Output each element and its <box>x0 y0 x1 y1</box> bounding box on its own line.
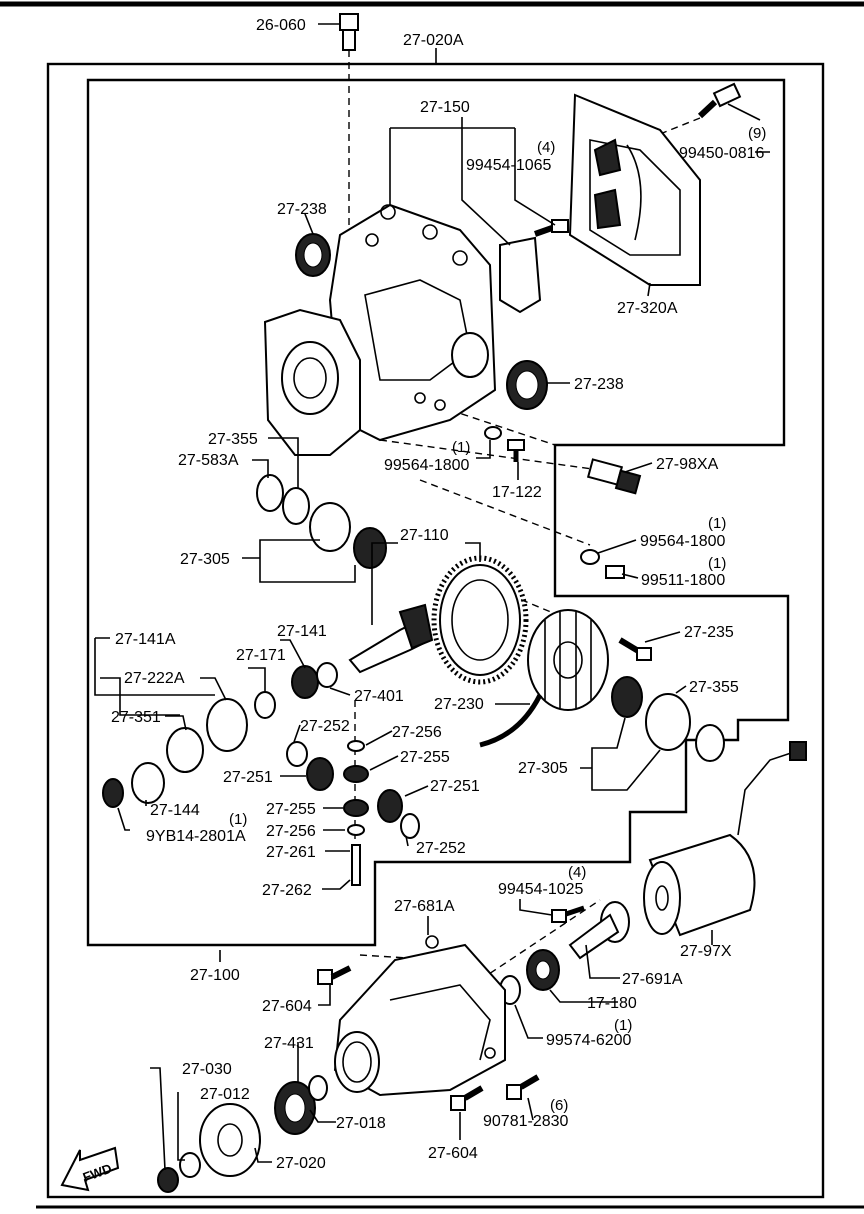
label-27-583A: 27-583A <box>178 452 239 469</box>
label-27-355-right: 27-355 <box>689 679 739 696</box>
bolt-99454-1065-drawing <box>534 219 569 237</box>
dashed-path-flange <box>479 899 601 981</box>
breather-plug-drawing <box>339 13 359 51</box>
label-27-604-top: 27-604 <box>262 998 312 1015</box>
label-27-141A: 27-141A <box>115 631 176 648</box>
label-27-256-top: 27-256 <box>392 724 442 741</box>
label-qty-1c: (1) <box>708 555 726 572</box>
label-qty-9: (9) <box>748 125 766 142</box>
oil-seal-27-238-right-drawing <box>506 360 548 410</box>
assembly-frame-27-100 <box>86 78 790 947</box>
label-27-251-left: 27-251 <box>223 769 273 786</box>
fwd-arrow <box>60 1146 120 1192</box>
flange-27-691A-drawing <box>551 901 630 960</box>
label-27-305-right: 27-305 <box>518 760 568 777</box>
label-27-305-left: 27-305 <box>180 551 230 568</box>
label-27-020: 27-020 <box>276 1155 326 1172</box>
label-27-251-right: 27-251 <box>430 778 480 795</box>
label-99574-6200: 99574-6200 <box>546 1032 632 1049</box>
right-bearing-set-drawing <box>611 676 725 762</box>
actuator-motor-drawing <box>643 741 807 937</box>
drive-pinion-drawing <box>348 603 434 674</box>
label-qty-6: (6) <box>550 1097 568 1114</box>
label-99564-1800-a: 99564-1800 <box>384 457 470 474</box>
front-flange-set-drawing <box>157 1075 328 1193</box>
label-99511-1800: 99511-1800 <box>641 572 725 589</box>
label-qty-4b: (4) <box>568 864 586 881</box>
label-27-255-bottom: 27-255 <box>266 801 316 818</box>
pinion-bearings-drawing <box>102 662 338 808</box>
label-27-604-bottom: 27-604 <box>428 1145 478 1162</box>
label-27-252-top: 27-252 <box>300 718 350 735</box>
label-qty-1d: (1) <box>229 811 247 828</box>
label-90781-2830: 90781-2830 <box>483 1113 569 1130</box>
label-17-180: 17-180 <box>587 995 637 1012</box>
rear-housing-drawing <box>333 935 506 1097</box>
left-shim-set-drawing <box>256 474 387 569</box>
label-27-401: 27-401 <box>354 688 404 705</box>
label-27-98XA: 27-98XA <box>656 456 719 473</box>
label-9YB14-2801A: 9YB14-2801A <box>146 828 246 845</box>
label-27-110: 27-110 <box>400 527 449 544</box>
leader-lines <box>94 23 770 1171</box>
label-qty-4a: (4) <box>537 139 555 156</box>
label-27-238-top: 27-238 <box>277 201 327 218</box>
bracket-drawing <box>499 236 542 314</box>
label-27-238-right: 27-238 <box>574 376 624 393</box>
oil-seal-27-238-top-drawing <box>295 233 331 277</box>
rear-cover-drawing <box>568 93 701 286</box>
washer-plug-lower-drawing <box>580 549 625 579</box>
label-27-691A: 27-691A <box>622 971 683 988</box>
label-27-97X: 27-97X <box>680 943 732 960</box>
label-27-351: 27-351 <box>111 709 161 726</box>
label-27-255-top: 27-255 <box>400 749 450 766</box>
label-27-018: 27-018 <box>336 1115 386 1132</box>
label-99564-1800-b: 99564-1800 <box>640 533 726 550</box>
label-27-020A: 27-020A <box>403 32 464 49</box>
label-27-012: 27-012 <box>200 1086 250 1103</box>
label-27-235: 27-235 <box>684 624 734 641</box>
dashed-path-housing <box>449 409 556 446</box>
label-27-222A: 27-222A <box>124 670 185 687</box>
label-27-141: 27-141 <box>277 623 327 640</box>
bearing-17-180-drawing <box>499 949 560 1005</box>
bolt-27-235-drawing <box>618 637 652 661</box>
bolt-27-604-top-drawing <box>317 965 352 985</box>
diff-housing-drawing <box>263 203 497 456</box>
label-27-355-left: 27-355 <box>208 431 258 448</box>
bolt-27-604-bottom-drawing <box>450 1085 484 1111</box>
label-26-060: 26-060 <box>256 17 306 34</box>
label-27-681A: 27-681A <box>394 898 455 915</box>
label-27-150: 27-150 <box>420 99 470 116</box>
diff-wire-drawing <box>479 693 543 748</box>
label-99454-1065: 99454-1065 <box>466 157 552 174</box>
label-27-262: 27-262 <box>262 882 312 899</box>
label-qty-1a: (1) <box>452 439 470 456</box>
label-qty-1e: (1) <box>614 1017 632 1034</box>
bolt-90781-2830-drawing <box>506 1074 540 1100</box>
label-27-320A: 27-320A <box>617 300 678 317</box>
ring-gear-drawing <box>431 555 529 685</box>
bolt-99450-0816-drawing <box>697 82 742 119</box>
label-27-144: 27-144 <box>150 802 200 819</box>
diff-case-drawing <box>527 609 609 711</box>
label-27-171: 27-171 <box>236 647 286 664</box>
label-99450-0816: 99450-0816 <box>679 145 765 162</box>
label-99454-1025: 99454-1025 <box>498 881 584 898</box>
label-qty-1b: (1) <box>708 515 726 532</box>
label-27-256-bottom: 27-256 <box>266 823 316 840</box>
sensor-drawing <box>586 458 642 495</box>
side-gears-drawing <box>286 740 420 886</box>
label-27-431: 27-431 <box>264 1035 314 1052</box>
label-27-230: 27-230 <box>434 696 484 713</box>
label-27-030: 27-030 <box>182 1061 232 1078</box>
washer-plug-upper-drawing <box>484 426 525 462</box>
label-27-100: 27-100 <box>190 967 240 984</box>
dashed-path-drain <box>419 479 591 546</box>
label-17-122: 17-122 <box>492 484 542 501</box>
label-27-261: 27-261 <box>266 844 316 861</box>
label-27-252-bottom: 27-252 <box>416 840 466 857</box>
